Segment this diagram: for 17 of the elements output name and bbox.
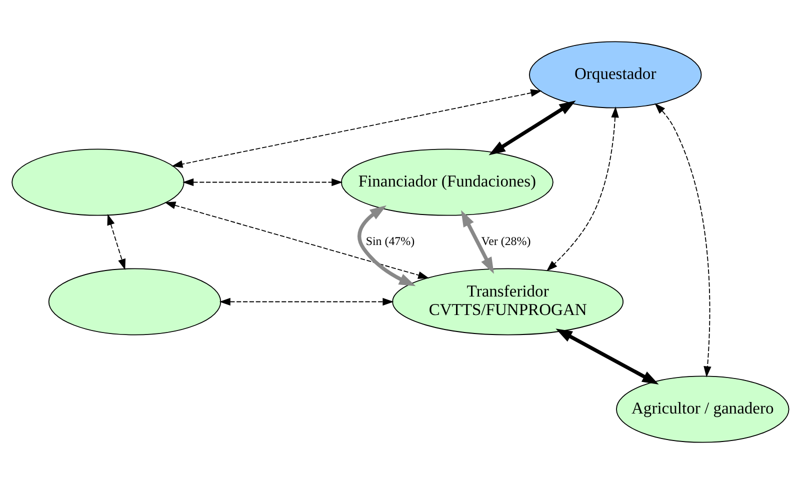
node-ellipse: [48, 268, 222, 335]
arrow: [164, 201, 430, 278]
node-ellipse: Agricultor / ganadero: [616, 375, 790, 442]
node-ellipse: Transferidor CVTTS/FUNPROGAN: [392, 268, 624, 335]
arrow: [556, 328, 659, 384]
node-ellipse: Financiador (Fundaciones): [340, 148, 554, 216]
arrow: [107, 214, 126, 270]
arrow: [488, 100, 576, 155]
edge-label: Sin (47%): [366, 234, 415, 248]
arrow: [654, 102, 712, 377]
edge-label: Ver (28%): [481, 234, 531, 248]
arrow: [358, 204, 416, 286]
arrow: [172, 88, 542, 168]
arrow: [219, 297, 394, 306]
arrow: [182, 178, 343, 186]
arrow: [461, 210, 494, 274]
arrow: [546, 106, 619, 271]
